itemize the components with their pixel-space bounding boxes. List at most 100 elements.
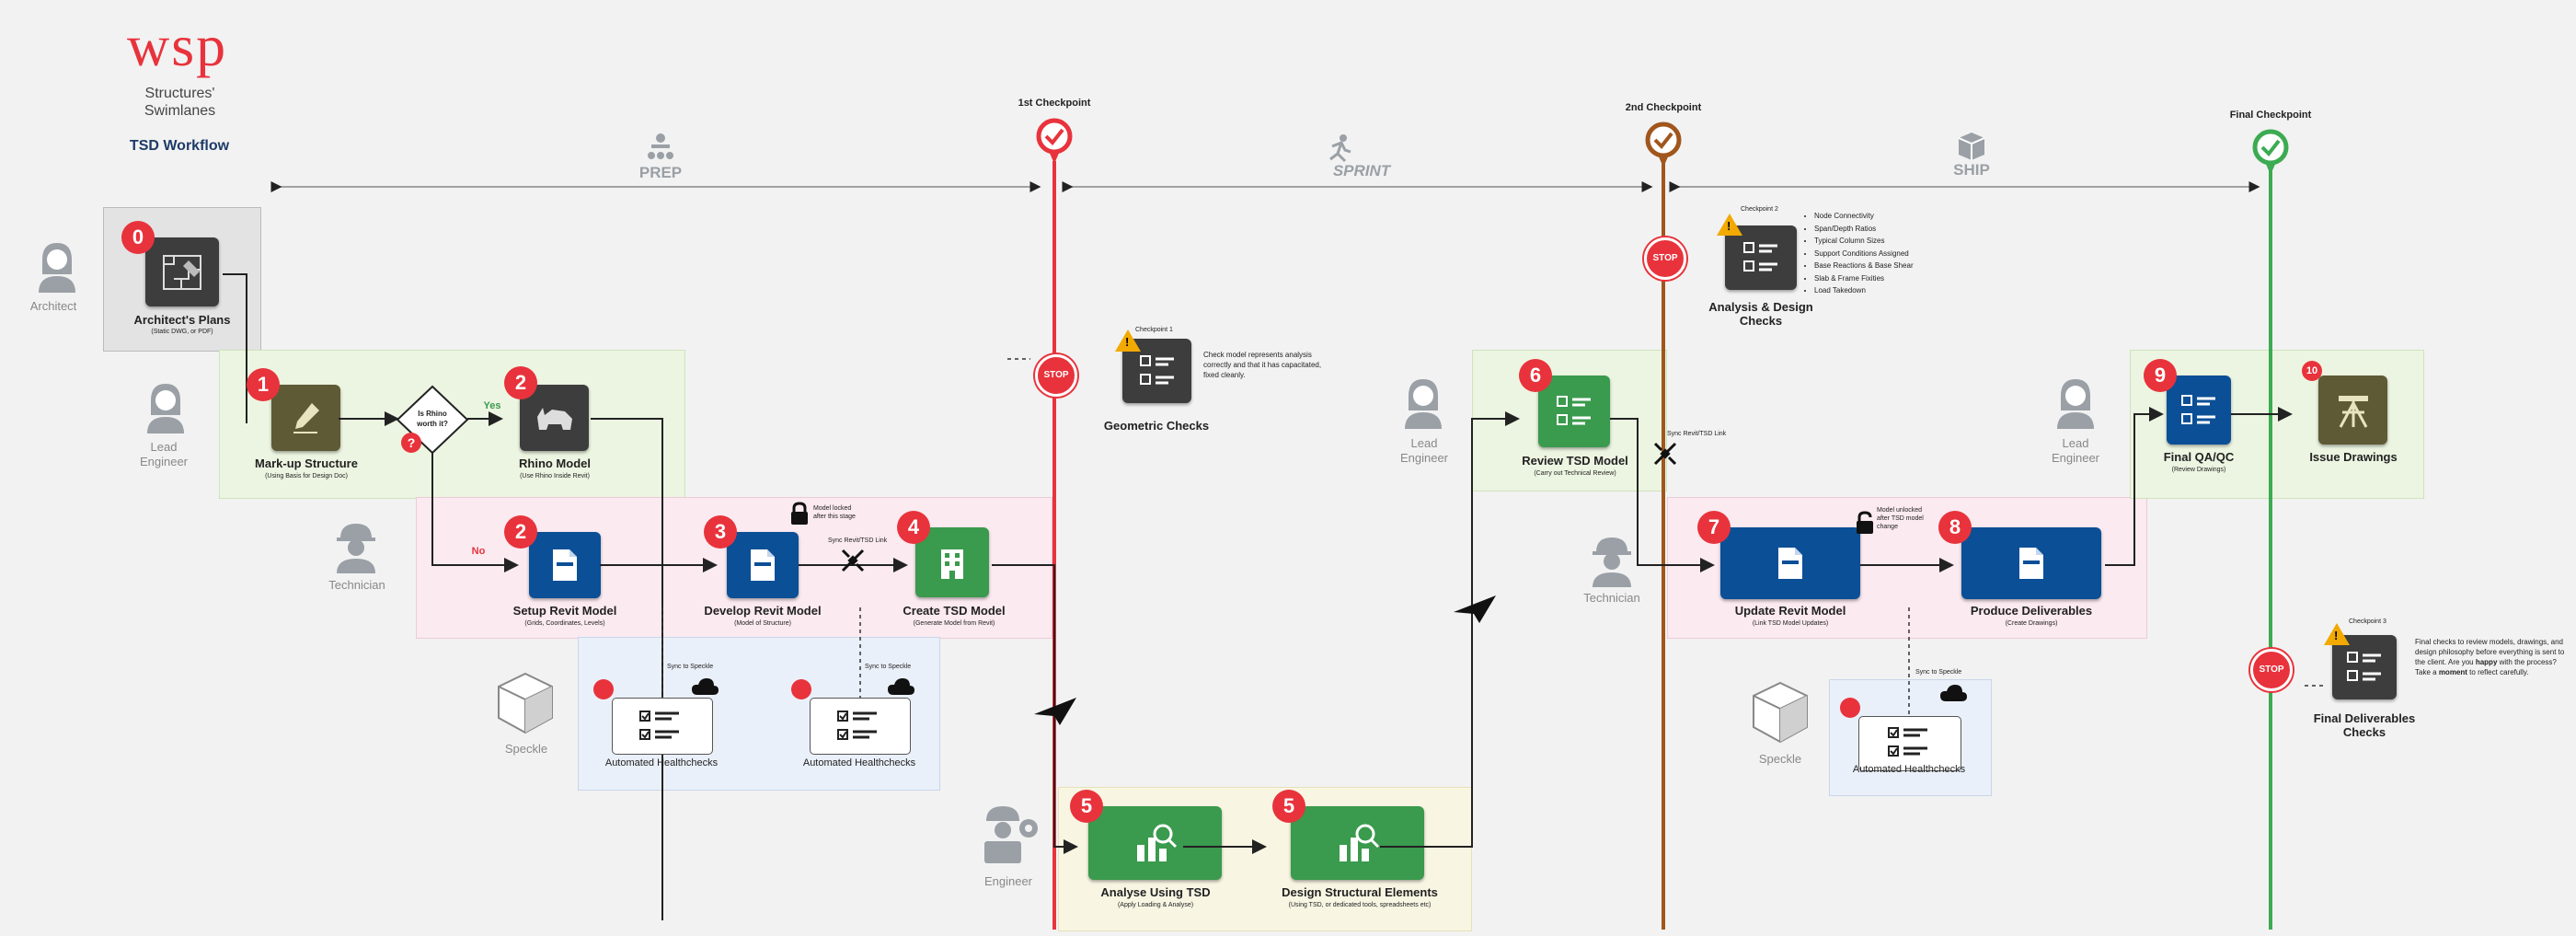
healthcheck-label-3: Automated Healthchecks [1852, 764, 1966, 775]
checklist-item: Typical Column Sizes [1814, 235, 1914, 248]
checklist-icon [1888, 727, 1927, 757]
final-text-b: happy [2475, 658, 2498, 666]
role-technician-2: Technician [1583, 591, 1640, 605]
final-text-c: with the process? Take a [2415, 658, 2557, 676]
step-badge-9: 9 [2144, 359, 2177, 392]
healthcheck-label-2: Automated Healthchecks [802, 757, 916, 768]
final-text-d: moment [2438, 668, 2467, 676]
step-badge-6: 6 [1519, 359, 1552, 392]
healthcheck-badge-1 [593, 679, 614, 699]
healthcheck-card-3[interactable] [1858, 716, 1961, 771]
satellite-sync-icon [839, 547, 867, 579]
technician-hardhat-icon [333, 520, 379, 578]
final-text-e: to reflect carefully. [2469, 668, 2529, 676]
checkpoint-final-pin-icon[interactable] [2252, 129, 2289, 177]
role-architect: Architect [29, 299, 77, 313]
sync-tsd-label-2: Sync Revit/TSD Link [1667, 431, 1727, 437]
easel-icon [2338, 395, 2368, 428]
healthcheck-card-1[interactable] [612, 698, 713, 755]
technician-hardhat-icon-2 [1589, 534, 1635, 592]
create-tsd-sub: (Generate Model from Revit) [913, 620, 995, 627]
step-badge-2a: 2 [504, 366, 537, 399]
markup-structure-title: Mark-up Structure [255, 456, 358, 470]
setup-revit-tile[interactable] [529, 532, 601, 598]
stop-sign-1[interactable]: STOP [1035, 354, 1077, 397]
final-qa-sub: (Review Drawings) [2171, 467, 2226, 473]
lead-engineer-avatar-icon-2 [1403, 377, 1443, 433]
step-badge-3: 3 [704, 515, 737, 549]
cloud-icon [1938, 683, 1968, 708]
stop-sign-2[interactable]: STOP [1644, 237, 1686, 280]
review-tsd-sub: (Carry out Technical Review) [1534, 470, 1616, 477]
develop-revit-title: Develop Revit Model [704, 604, 822, 618]
update-revit-title: Update Revit Model [1734, 604, 1846, 618]
produce-deliverables-sub: (Create Drawings) [2005, 620, 2058, 627]
decision-no-label: No [471, 546, 486, 557]
checklist-icon [1139, 355, 1174, 385]
create-tsd-title: Create TSD Model [903, 604, 1006, 618]
revit-file-icon [553, 549, 577, 581]
pencil-icon [293, 403, 319, 433]
ship-box-icon [1955, 129, 1988, 162]
speckle-cube-icon-2 [1750, 679, 1811, 750]
step-badge-7: 7 [1697, 511, 1731, 544]
step-badge-5a: 5 [1070, 790, 1103, 823]
phase-prep-label: PREP [638, 164, 683, 181]
rhino-model-tile[interactable] [520, 385, 589, 451]
role-speckle-1: Speckle [504, 742, 548, 756]
checklist-icon [837, 711, 877, 740]
update-revit-sub: (Link TSD Model Updates) [1752, 620, 1829, 627]
final-deliverables-tag: Checkpoint 3 [2349, 618, 2386, 625]
create-tsd-tile[interactable] [915, 527, 989, 597]
lead-engineer-avatar-icon-3 [2055, 377, 2096, 433]
final-deliverables-tile[interactable] [2332, 635, 2397, 699]
phase-sprint-label: SPRINT [1332, 162, 1391, 179]
markup-structure-tile[interactable] [271, 385, 340, 451]
revit-file-icon [2019, 548, 2043, 579]
sync-speckle-label-2: Sync to Speckle [865, 664, 912, 670]
healthcheck-badge-2 [791, 679, 811, 699]
sync-speckle-label-1: Sync to Speckle [667, 664, 714, 670]
role-engineer: Engineer [983, 874, 1033, 888]
design-elements-tile[interactable] [1291, 806, 1424, 880]
issue-drawings-tile[interactable] [2318, 376, 2387, 445]
checkpoint-1-pin-icon[interactable] [1036, 118, 1073, 166]
engineer-cog-icon [977, 801, 1043, 870]
final-qa-title: Final QA/QC [2163, 450, 2235, 464]
final-qa-tile[interactable] [2167, 376, 2231, 445]
analyse-tsd-tile[interactable] [1088, 806, 1222, 880]
checkpoint-final-label: Final Checkpoint [2229, 110, 2312, 121]
analysis-design-tag: Checkpoint 2 [1741, 206, 1778, 213]
checkpoint-2-pin-icon[interactable] [1645, 121, 1682, 169]
flow-no [431, 453, 519, 572]
stop-sign-3[interactable]: STOP [2250, 649, 2293, 691]
wsp-logo: wsp [127, 13, 228, 78]
sync-speckle-label-3: Sync to Speckle [1915, 669, 1962, 676]
checklist-item: Load Takedown [1814, 284, 1914, 297]
checklist-icon [1557, 396, 1591, 425]
architects-plans-tile[interactable] [145, 237, 219, 306]
produce-deliverables-tile[interactable] [1961, 527, 2101, 599]
cloud-icon [886, 676, 915, 701]
checkpoint-2-label: 2nd Checkpoint [1625, 102, 1702, 113]
satellite-sync-icon-2 [1651, 440, 1679, 472]
revit-file-icon [751, 549, 775, 581]
healthcheck-card-2[interactable] [810, 698, 911, 755]
lock-icon-2 [1855, 511, 1875, 539]
sync-tsd-label-1: Sync Revit/TSD Link [828, 537, 888, 544]
issue-drawings-title: Issue Drawings [2309, 450, 2398, 464]
runner-icon [1325, 133, 1354, 163]
update-revit-tile[interactable] [1720, 527, 1860, 599]
review-tsd-tile[interactable] [1538, 376, 1610, 447]
markup-structure-sub: (Using Basis for Design Doc) [265, 473, 348, 480]
step-badge-10: 10 [2302, 361, 2322, 381]
setup-revit-sub: (Grids, Coordinates, Levels) [524, 620, 605, 627]
develop-revit-sub: (Model of Structure) [734, 620, 791, 627]
analysis-design-checks-tile[interactable] [1725, 225, 1797, 290]
cloud-icon [690, 676, 719, 701]
checklist-icon [2181, 394, 2215, 424]
warning-icon: ! [1115, 329, 1141, 352]
architect-avatar-icon [37, 241, 77, 297]
building-icon [941, 549, 963, 579]
develop-revit-tile[interactable] [727, 532, 799, 598]
